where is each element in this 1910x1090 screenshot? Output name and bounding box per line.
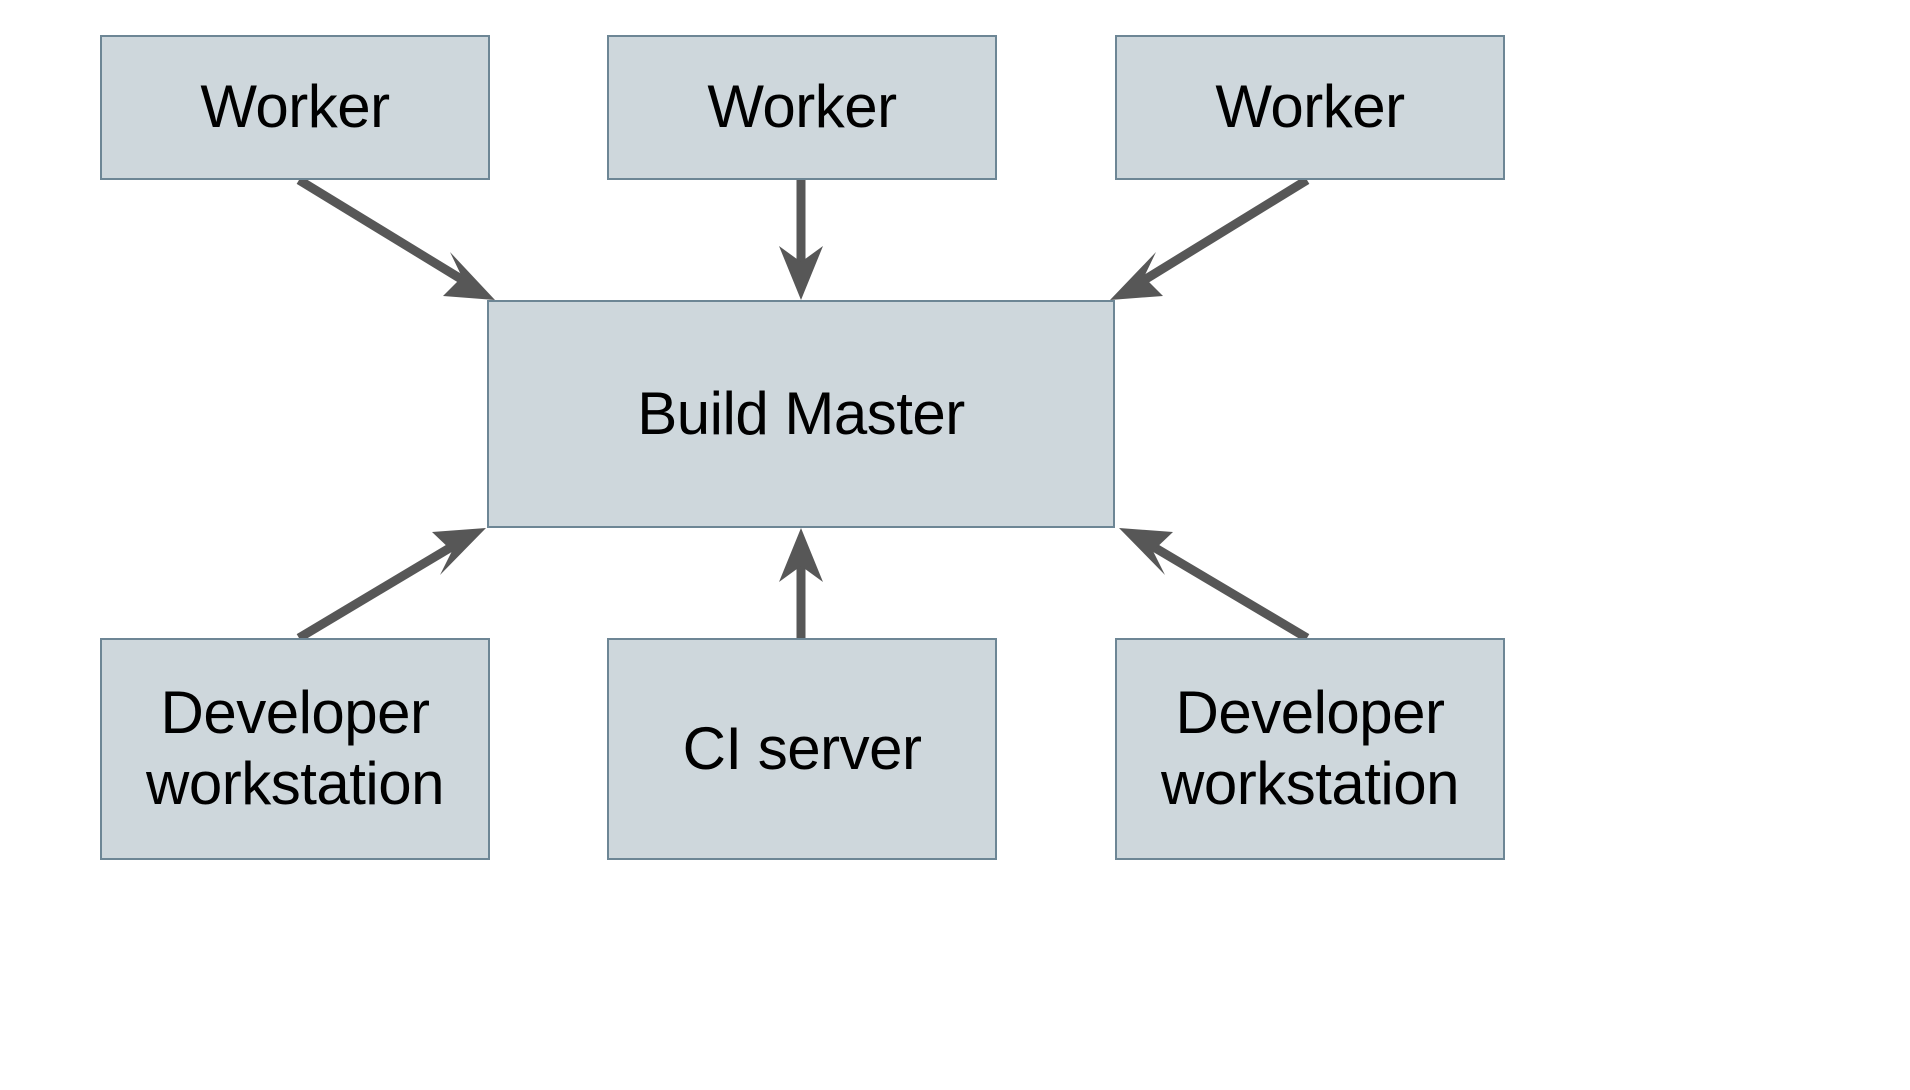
node-developer-workstation-left[interactable]: Developer workstation xyxy=(100,638,490,860)
node-worker-2-label: Worker xyxy=(707,73,897,141)
node-build-master[interactable]: Build Master xyxy=(487,300,1115,528)
edge-worker3-to-build-master xyxy=(1110,176,1310,300)
edge-worker1-to-build-master xyxy=(296,176,495,300)
node-worker-1[interactable]: Worker xyxy=(100,35,490,180)
edge-ci-server-to-build-master xyxy=(779,528,823,638)
node-build-master-label: Build Master xyxy=(637,379,965,447)
node-worker-3[interactable]: Worker xyxy=(1115,35,1505,180)
node-developer-workstation-right-label: Developer workstation xyxy=(1161,679,1459,817)
node-worker-3-label: Worker xyxy=(1215,73,1405,141)
edge-dev-ws-right-to-build-master xyxy=(1119,528,1310,642)
node-developer-workstation-right[interactable]: Developer workstation xyxy=(1115,638,1505,860)
node-ci-server-label: CI server xyxy=(682,714,922,782)
node-worker-1-label: Worker xyxy=(200,73,390,141)
node-developer-workstation-left-label: Developer workstation xyxy=(146,679,444,817)
node-ci-server[interactable]: CI server xyxy=(607,638,997,860)
edge-dev-ws-left-to-build-master xyxy=(296,528,486,642)
node-worker-2[interactable]: Worker xyxy=(607,35,997,180)
edge-worker2-to-build-master xyxy=(779,180,823,300)
